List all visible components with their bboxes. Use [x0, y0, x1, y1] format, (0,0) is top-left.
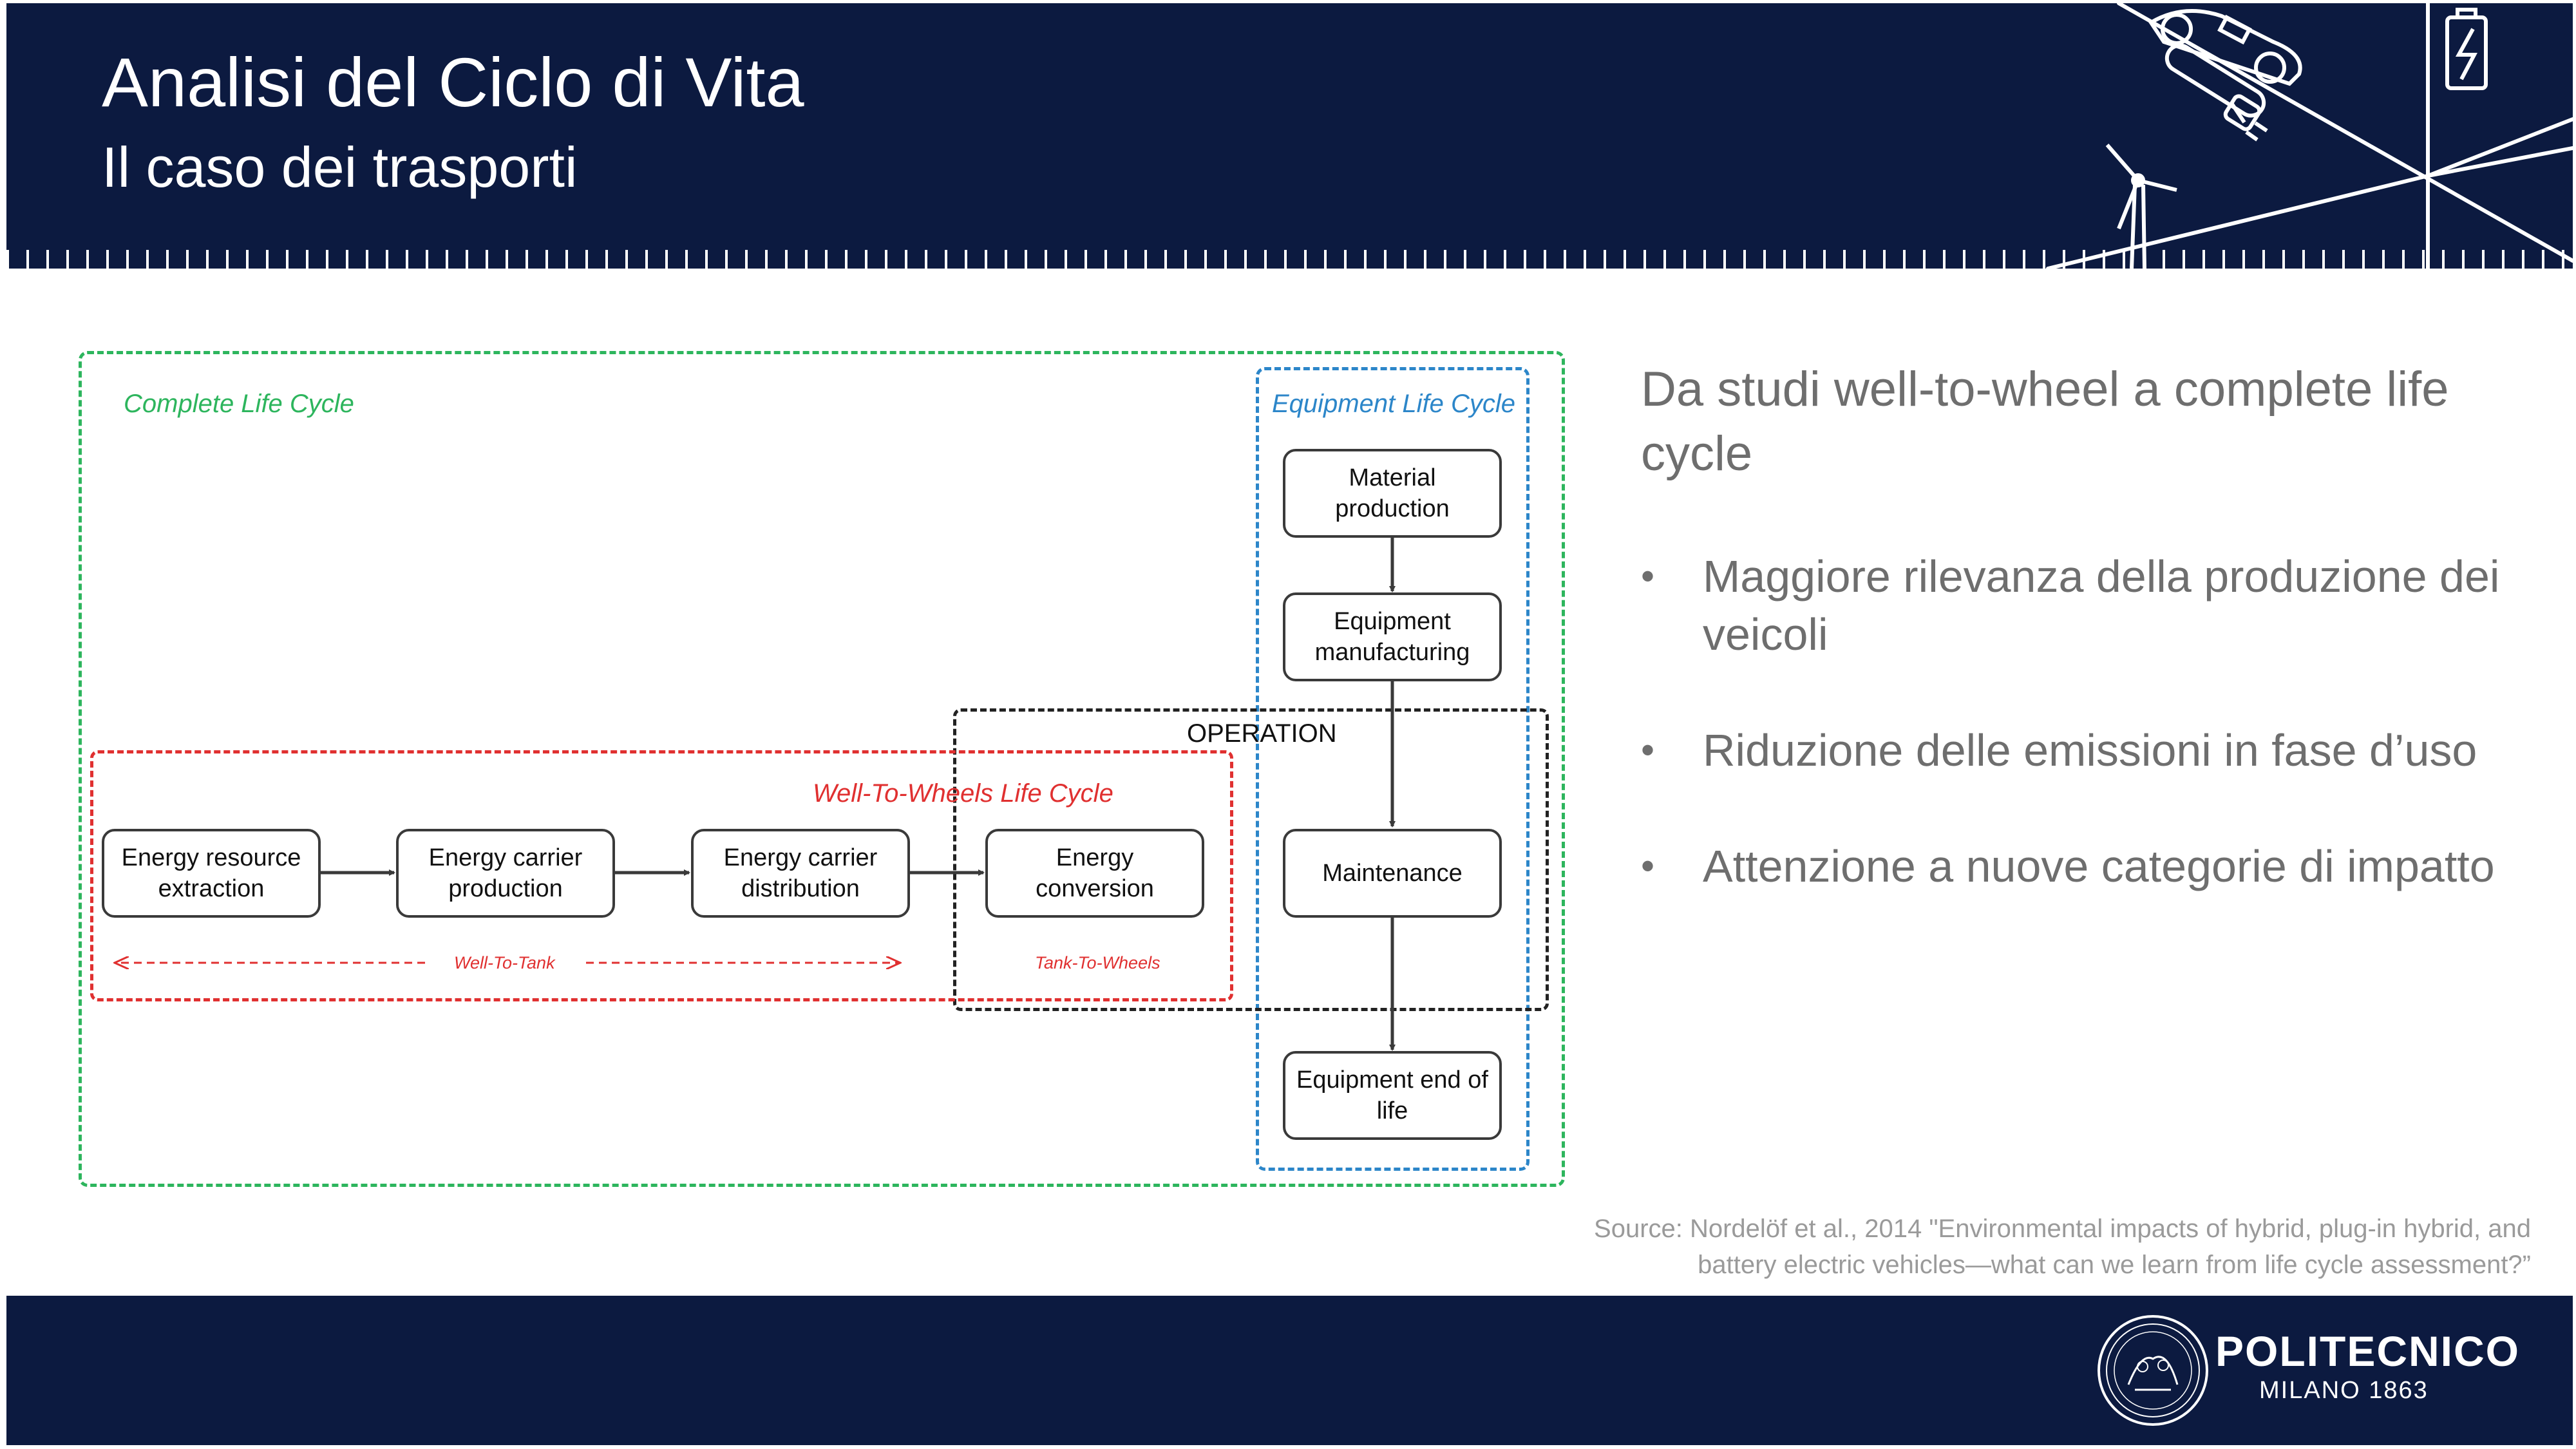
tank-to-wheels-label: Tank-To-Wheels [1035, 953, 1160, 972]
politecnico-seal-icon [2098, 1315, 2208, 1426]
equipment-life-cycle-label: Equipment Life Cycle [1272, 390, 1515, 418]
plug-icon [2164, 43, 2268, 142]
operation-frame [953, 708, 1549, 1011]
node-energy-carrier-distribution: Energy carrier distribution [691, 829, 910, 918]
complete-life-cycle-label: Complete Life Cycle [124, 390, 354, 418]
bullet-item: • Riduzione delle emissioni in fase d’us… [1641, 721, 2530, 779]
politecnico-logo-subtext: MILANO 1863 [2259, 1377, 2429, 1404]
politecnico-logo-text: POLITECNICO [2215, 1327, 2521, 1375]
bullet-dot-icon: • [1641, 844, 1655, 887]
source-line-2: battery electric vehicles—what can we le… [1698, 1251, 2531, 1279]
equipment-life-cycle-frame [1256, 367, 1530, 1171]
bullet-text: Attenzione a nuove categorie di impatto [1703, 841, 2495, 891]
well-to-wheels-frame [90, 750, 1233, 1001]
node-energy-resource-extraction: Energy resource extraction [102, 829, 321, 918]
header-ruler-decoration [6, 250, 2573, 269]
node-maintenance: Maintenance [1283, 829, 1502, 918]
node-energy-carrier-production: Energy carrier production [396, 829, 615, 918]
node-material-production: Material production [1283, 449, 1502, 538]
bullet-list: • Maggiore rilevanza della produzione de… [1641, 547, 2530, 953]
well-to-tank-label: Well-To-Tank [454, 953, 555, 972]
slide-subtitle: Il caso dei trasporti [102, 135, 578, 199]
node-equipment-end-of-life: Equipment end of life [1283, 1051, 1502, 1140]
bullet-text: Riduzione delle emissioni in fase d’uso [1703, 725, 2477, 775]
slide-title: Analisi del Ciclo di Vita [102, 43, 804, 121]
bullet-item: • Attenzione a nuove categorie di impatt… [1641, 837, 2530, 895]
battery-charge-icon [2445, 8, 2488, 90]
electric-car-icon [2148, 9, 2302, 86]
source-citation: Source: Nordelöf et al., 2014 "Environme… [1501, 1211, 2531, 1283]
well-to-wheels-label: Well-To-Wheels Life Cycle [813, 779, 1113, 808]
bullet-item: • Maggiore rilevanza della produzione de… [1641, 547, 2530, 663]
node-equipment-manufacturing: Equipment manufacturing [1283, 592, 1502, 681]
header-band: Analisi del Ciclo di Vita Il caso dei tr… [6, 3, 2573, 269]
bullet-dot-icon: • [1641, 728, 1655, 772]
node-energy-conversion: Energy conversion [985, 829, 1204, 918]
bullet-text: Maggiore rilevanza della produzione dei … [1703, 551, 2500, 659]
bullet-dot-icon: • [1641, 554, 1655, 598]
source-line-1: Source: Nordelöf et al., 2014 "Environme… [1594, 1215, 2531, 1243]
intro-text: Da studi well-to-wheel a complete life c… [1641, 362, 2449, 481]
complete-life-cycle-frame [79, 351, 1565, 1187]
operation-label: OPERATION [1187, 719, 1337, 748]
